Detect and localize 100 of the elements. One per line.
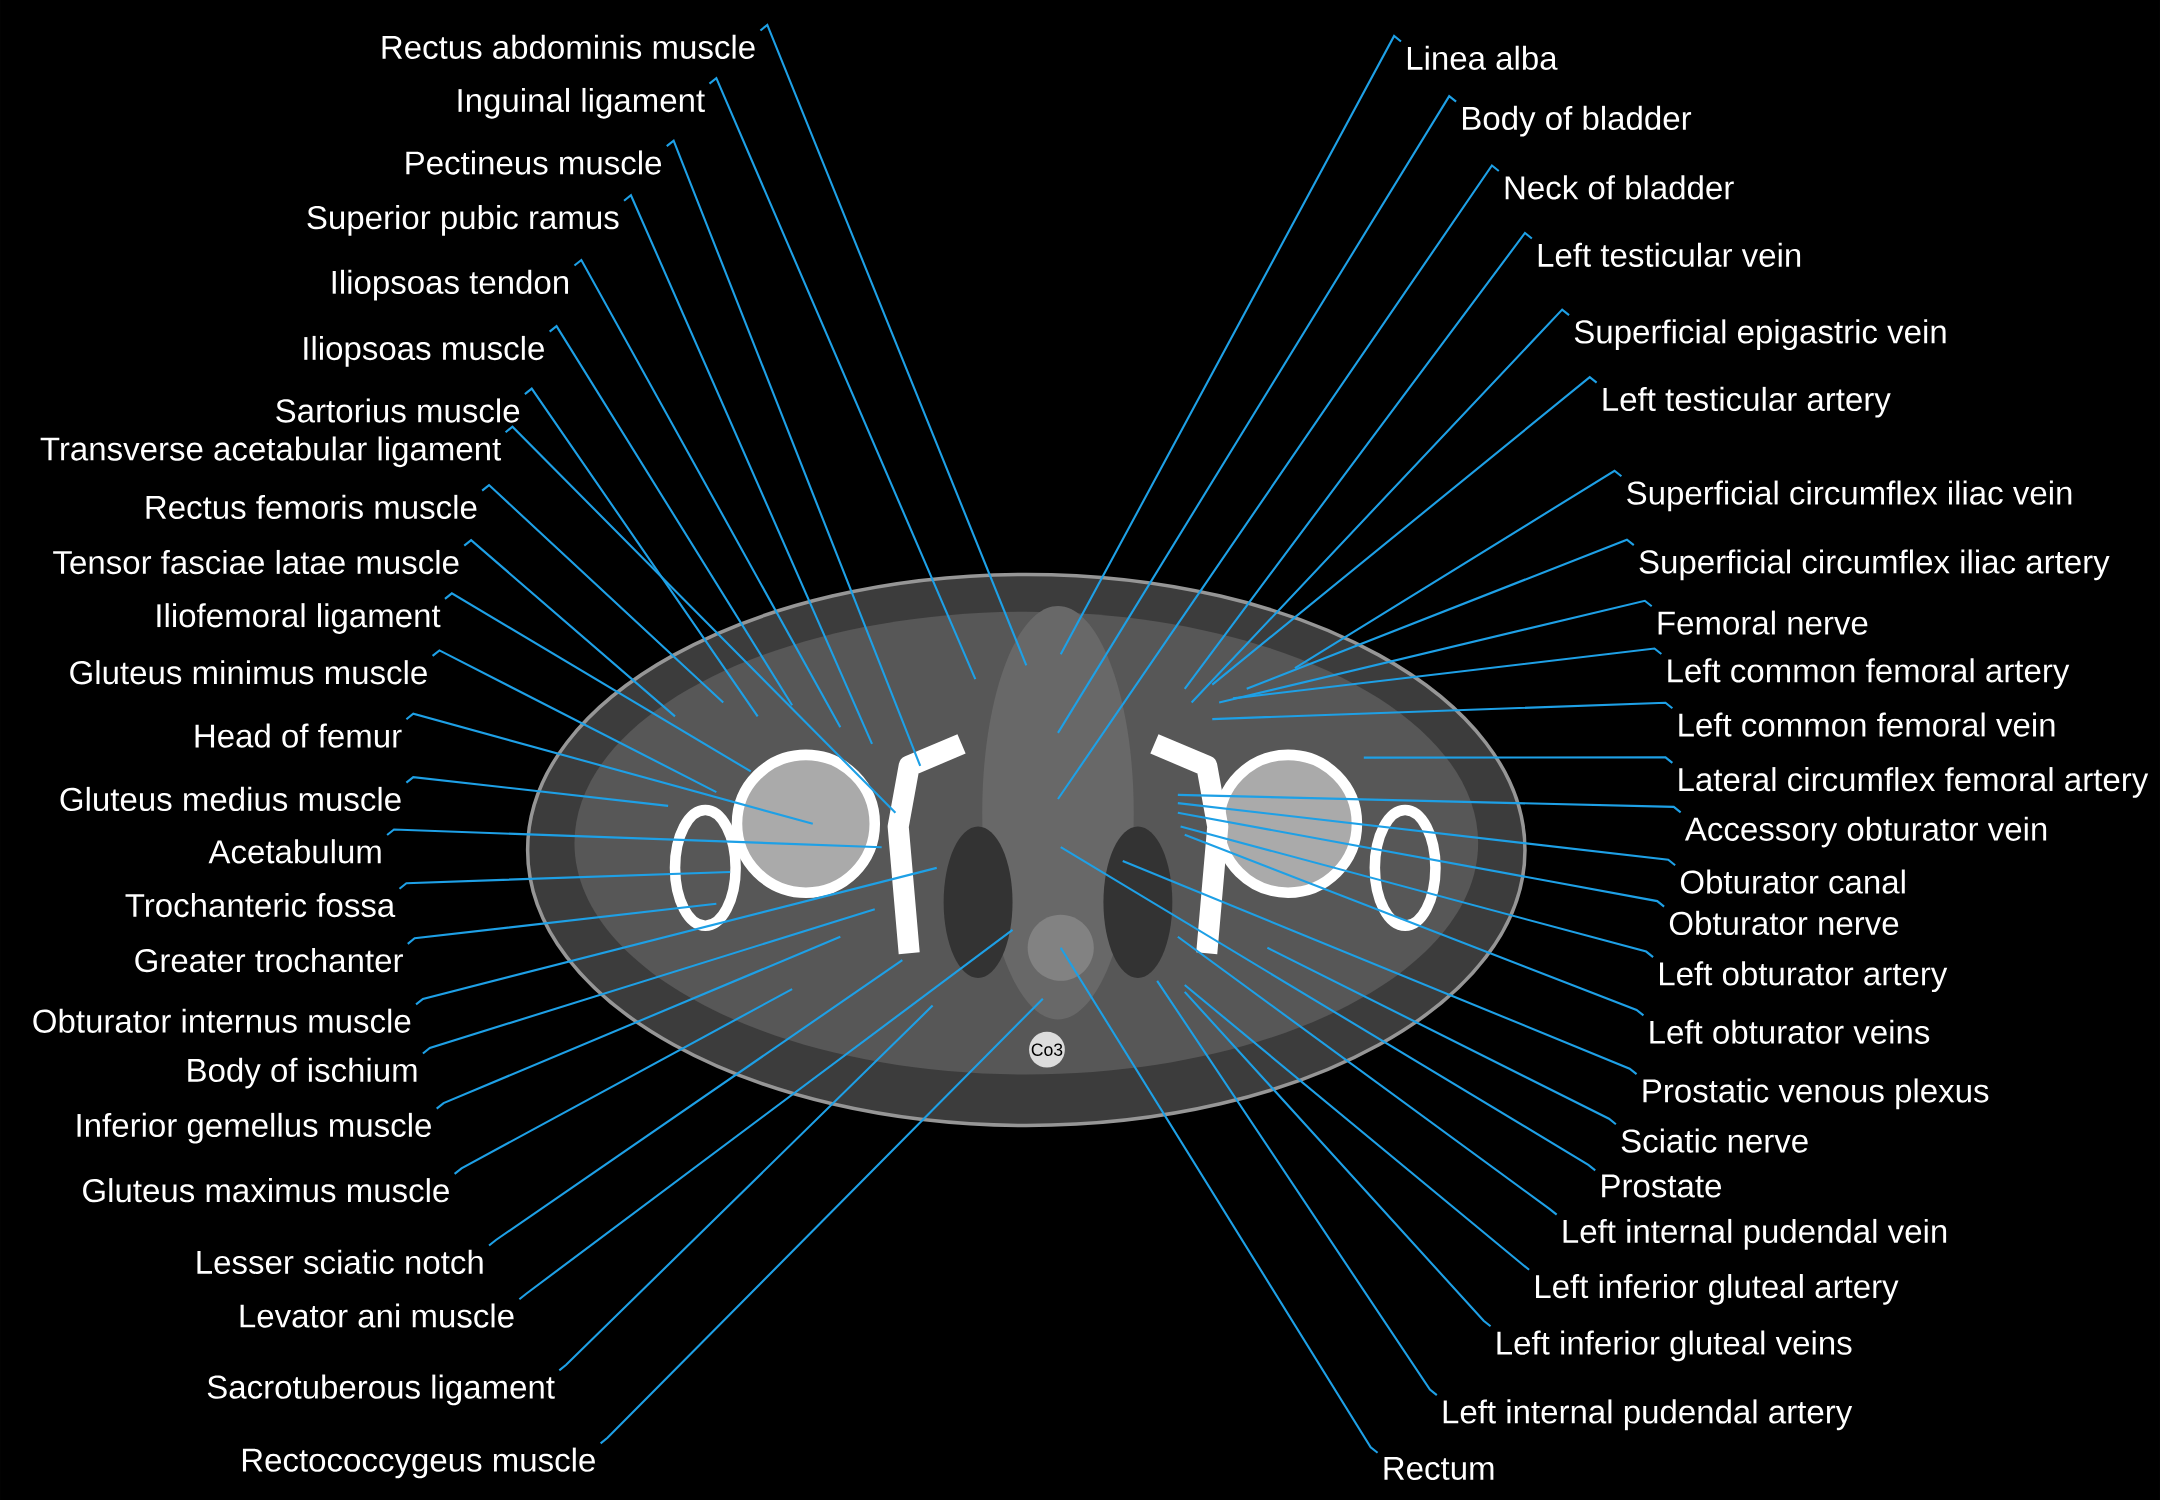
leader-line [599, 997, 1044, 1445]
structure-label: Gluteus maximus muscle [83, 1178, 449, 1203]
leader-line [1057, 94, 1457, 734]
leader-line [1177, 935, 1558, 1216]
structure-label: Left obturator veins [1650, 1019, 1930, 1044]
leader-line [1266, 946, 1617, 1126]
structure-label: Superior pubic ramus [307, 204, 619, 236]
structure-label: Accessory obturator vein [1684, 816, 2047, 848]
structure-label: Sartorius muscle [276, 398, 520, 423]
leader-line [1059, 34, 1402, 655]
structure-label: Sciatic nerve [1621, 1128, 1808, 1153]
structure-label: Lateral circumflex femoral artery [1679, 767, 2149, 798]
vertebra-label: Co3 [1031, 1043, 1063, 1056]
structure-label: Rectus abdominis muscle [382, 34, 755, 59]
structure-label: Acetabulum [208, 839, 381, 864]
leader-line [1156, 980, 1438, 1396]
structure-label: Gluteus medius muscle [60, 786, 401, 812]
structure-label: Tensor fasciae latae muscle [53, 549, 459, 575]
leader-line [1218, 599, 1653, 704]
leader-line [1060, 846, 1596, 1172]
leader-line [1059, 947, 1379, 1454]
leader-line [708, 76, 977, 680]
leader-line [1177, 811, 1665, 908]
structure-label: Superficial circumflex iliac vein [1627, 480, 2072, 512]
leader-line [1184, 984, 1530, 1271]
structure-label: Superficial epigastric vein [1574, 319, 1946, 351]
structure-label: Obturator nerve [1669, 910, 1899, 936]
structure-label: Iliopsoas tendon [332, 269, 568, 301]
structure-label: Left common femoral artery [1668, 658, 2070, 689]
structure-label: Body of bladder [1463, 105, 1692, 137]
structure-label: Left testicular vein [1538, 242, 1801, 267]
structure-label: Neck of bladder [1505, 175, 1734, 200]
structure-label: Left inferior gluteal artery [1536, 1273, 1899, 1305]
structure-label: Left common femoral vein [1679, 712, 2055, 737]
leader-line [407, 902, 717, 945]
structure-label: Linea alba [1407, 45, 1558, 70]
leader-line [1183, 231, 1533, 690]
leader-line [1363, 756, 1674, 764]
structure-label: Body of ischium [188, 1057, 417, 1089]
leader-line [1184, 833, 1645, 1017]
structure-label: Iliofemoral ligament [157, 603, 441, 634]
structure-label: Pectineus muscle [406, 150, 661, 175]
leader-line [1122, 859, 1638, 1075]
structure-label: Left internal pudendal artery [1443, 1399, 1853, 1431]
leader-line [573, 258, 842, 728]
structure-label: Left internal pudendal vein [1563, 1218, 1947, 1250]
leader-line [1180, 825, 1654, 958]
leader-line [1294, 469, 1623, 669]
structure-label: Trochanteric fossa [125, 892, 396, 918]
structure-label: Prostatic venous plexus [1643, 1078, 1989, 1110]
structure-label: Rectococcygeus muscle [242, 1447, 595, 1479]
leader-line [1177, 793, 1682, 814]
leader-line [1057, 163, 1500, 800]
structure-label: Left inferior gluteal veins [1497, 1330, 1852, 1362]
leader-line [488, 959, 903, 1247]
structure-label: Head of femur [195, 723, 402, 748]
leader-line [1177, 802, 1676, 867]
structure-label: Lesser sciatic notch [197, 1249, 483, 1274]
leader-line [759, 23, 1028, 666]
leader-line [1232, 647, 1662, 700]
leader-line [558, 1004, 934, 1372]
leader-line [524, 387, 759, 717]
structure-label: Superficial circumflex iliac artery [1639, 549, 2110, 581]
leader-line [422, 908, 876, 1055]
structure-label: Greater trochanter [135, 948, 403, 973]
structure-label: Sacrotuberous ligament [207, 1374, 555, 1406]
leader-line [1211, 375, 1598, 686]
leader-line [405, 712, 814, 825]
leader-line [666, 138, 922, 767]
structure-label: Transverse acetabular ligament [40, 436, 501, 468]
structure-label: Gluteus minimus muscle [70, 660, 427, 685]
structure-label: Obturator canal [1680, 869, 1905, 894]
leader-line [436, 935, 841, 1110]
structure-label: Iliopsoas muscle [304, 335, 544, 367]
leader-line [1212, 701, 1674, 721]
leader-line [518, 928, 1014, 1300]
structure-label: Inferior gemellus muscle [77, 1112, 431, 1144]
structure-label: Left testicular artery [1603, 386, 1891, 418]
leader-line [463, 538, 676, 718]
structure-label: Femoral nerve [1658, 610, 1868, 635]
leader-line [431, 649, 717, 793]
leader-line [415, 866, 937, 1006]
leader-line [623, 193, 873, 745]
leader-line [1183, 991, 1492, 1328]
leader-line [405, 775, 669, 807]
structure-label: Levator ani muscle [240, 1303, 514, 1328]
structure-label: Rectum [1384, 1456, 1494, 1480]
leader-line [398, 870, 731, 890]
leader-line [1246, 538, 1635, 690]
structure-label: Prostate [1602, 1174, 1721, 1198]
leader-line [504, 425, 897, 814]
leader-line [444, 592, 752, 773]
structure-label: Obturator internus muscle [33, 1008, 411, 1033]
leader-line [549, 324, 793, 706]
leader-line [1190, 308, 1570, 704]
structure-label: Inguinal ligament [458, 87, 705, 119]
leader-line [453, 988, 793, 1175]
structure-label: Left obturator artery [1660, 961, 1948, 992]
structure-label: Rectus femoris muscle [146, 494, 477, 519]
leader-line [386, 828, 882, 849]
